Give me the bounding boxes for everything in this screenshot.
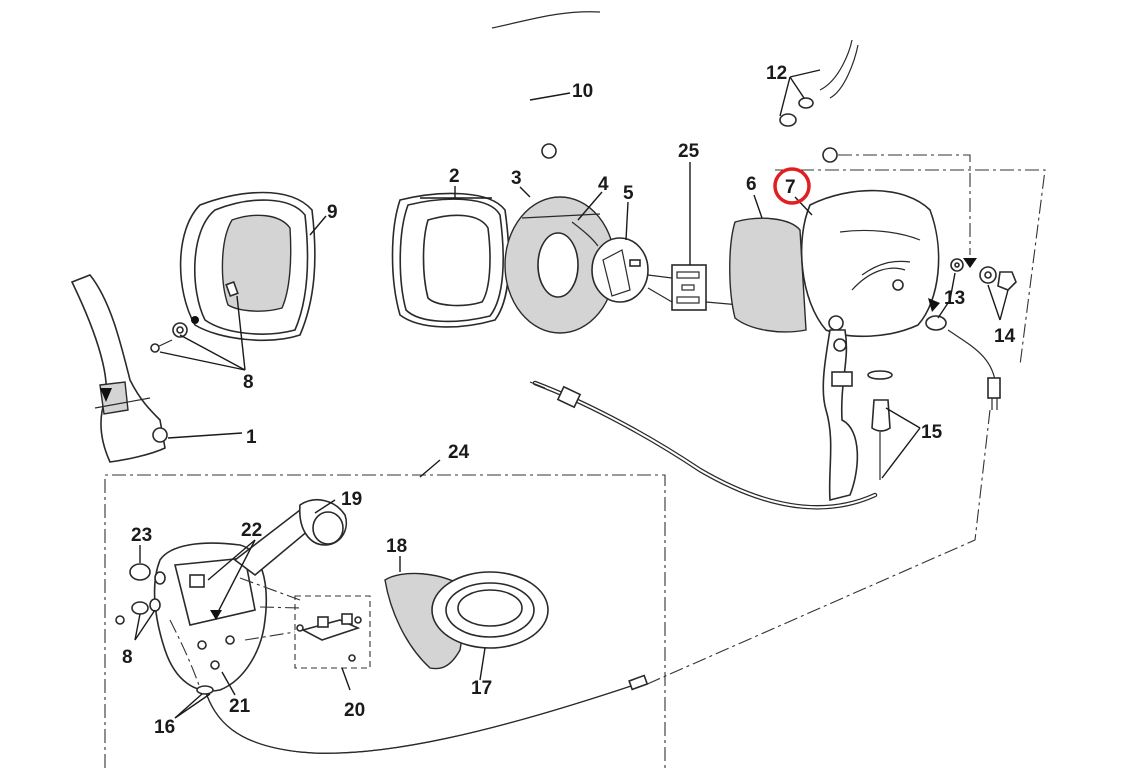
callout-8-upper: 8 [243,372,254,393]
mic-windscreen[interactable] [431,571,549,649]
headband-screws[interactable] [779,97,814,127]
leader-lines [134,69,1009,719]
callout-2: 2 [449,166,460,187]
mic-boom[interactable] [233,499,347,577]
screws-lower[interactable] [115,563,166,625]
highlight-circle [773,167,811,205]
washers-nuts[interactable] [950,258,1017,291]
mic-housing[interactable] [153,542,268,692]
ear-cup[interactable] [729,189,940,338]
earphone-speaker[interactable] [591,237,673,303]
mic-assembly-line-2 [244,631,296,641]
main-cable[interactable] [529,380,878,510]
callout-22: 22 [241,520,262,541]
grommet[interactable] [925,298,1001,410]
ear-cushion[interactable] [391,192,510,328]
screws-left[interactable] [150,322,188,353]
callout-4: 4 [598,174,609,195]
switch-bracket[interactable] [294,595,371,669]
callout-3: 3 [511,168,522,189]
mic-assembly-line [239,577,301,601]
callout-5: 5 [623,183,634,204]
earphone-wire[interactable] [571,221,599,247]
callout-21: 21 [229,696,251,717]
lead-24 [419,459,441,478]
callout-20: 20 [344,700,365,721]
ear-seal-left[interactable] [179,191,316,341]
callout-17: 17 [471,678,492,699]
callout-9: 9 [327,202,338,223]
callout-15: 15 [921,422,943,443]
cable-route-line [644,409,991,686]
highlighted-part-7[interactable]: 7 [773,167,811,205]
mic-assembly-line-3 [259,606,301,609]
callout-8-lower: 8 [122,647,133,668]
callout-16: 16 [154,717,175,738]
callout-23: 23 [131,525,152,546]
callout-24: 24 [448,442,470,463]
callout-7: 7 [785,177,796,198]
mic-cable[interactable] [196,674,649,754]
callout-1: 1 [246,427,257,448]
mic-boom-bracket[interactable] [70,274,168,463]
callout-6: 6 [746,174,757,195]
connector-block[interactable] [671,264,741,311]
plugs[interactable] [867,370,893,480]
callout-18: 18 [386,536,407,557]
callout-12: 12 [766,63,787,84]
assembly-line-right [775,169,1046,366]
callout-10: 10 [572,81,593,102]
headband[interactable] [491,10,863,163]
callout-19: 19 [341,489,362,510]
arrow-head [963,258,977,268]
cup-bracket[interactable] [822,329,859,502]
callout-13: 13 [944,288,965,309]
callout-14: 14 [994,326,1016,347]
assembly-line-top [838,154,971,255]
callout-25: 25 [678,141,700,162]
foam-liner [729,217,807,333]
